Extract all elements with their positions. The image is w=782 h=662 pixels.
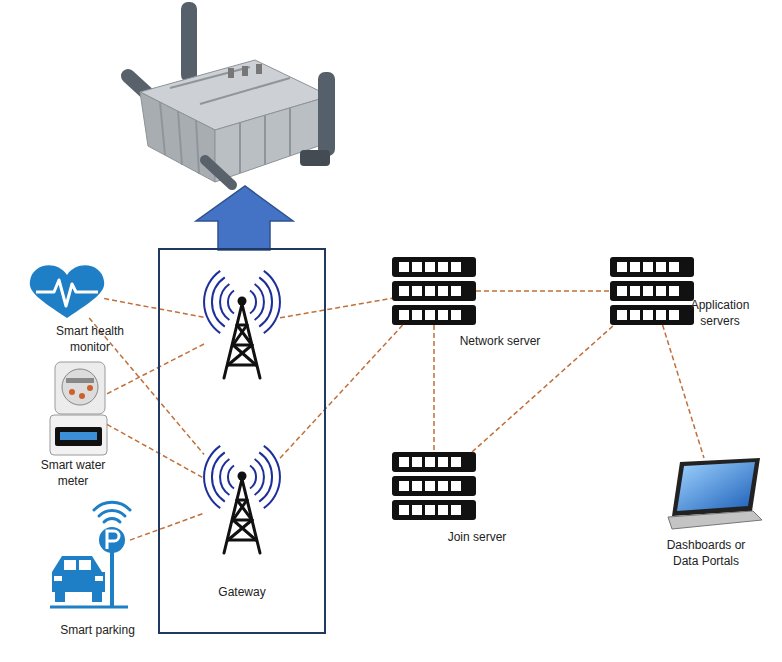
node-label: Network server [450,333,550,349]
server-node: Join server [392,452,512,547]
device-node: Smart water meter [40,358,140,488]
dashboard-node: Dashboards or Data Portals [655,455,770,565]
laptop-icon [668,458,762,529]
node-label: Application servers [684,297,756,329]
tower-icon [204,271,280,378]
tower-icon [204,446,280,553]
node-label: Dashboards or Data Portals [661,537,751,569]
node-label: Smart parking [50,622,145,638]
server-icon [610,257,694,325]
dashed-link [476,290,610,292]
server-icon [392,257,476,325]
node-label: Smart health monitor [45,323,135,355]
device-node: Smart parking [45,505,145,640]
gateway-group: Gateway [158,248,326,634]
up-arrow [196,186,293,250]
dashed-link [130,513,204,540]
dashed-link [107,344,204,394]
dashed-link [663,325,704,458]
node-label: Gateway [160,584,324,600]
device-node: Smart health monitor [25,262,140,357]
node-label: Smart water meter [33,457,113,489]
dashed-link [89,318,204,454]
dashed-link [433,325,435,452]
node-label: Join server [437,529,517,545]
water-meter-icon [50,362,107,455]
server-node: Network server [392,257,542,352]
parking-icon [50,502,130,607]
dashed-link [280,298,392,318]
dashed-link [280,325,403,458]
dashed-link [107,424,204,478]
heart-icon [30,265,104,318]
server-node: Application servers [610,257,780,327]
dashed-link [104,299,204,318]
server-icon [392,452,476,520]
gateway-device-illustration [128,2,335,185]
